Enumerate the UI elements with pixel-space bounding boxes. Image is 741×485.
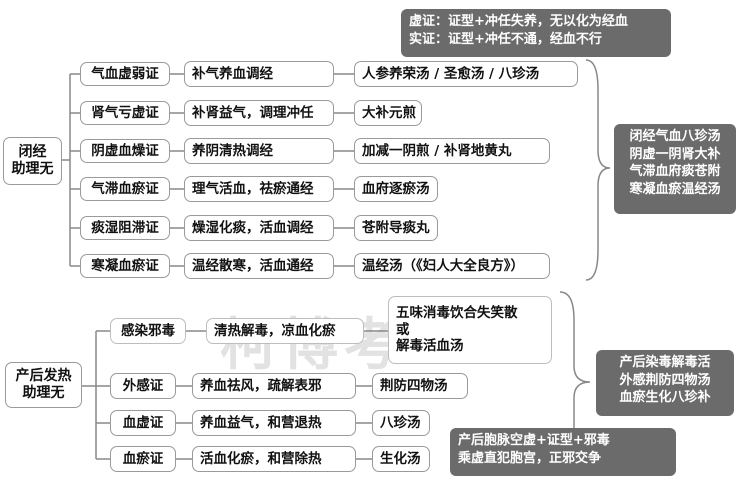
- note-line: 闭经气血八珍汤: [629, 129, 721, 144]
- method-box: 补肾益气，调理冲任: [184, 100, 334, 126]
- note-line: 虚证：证型+冲任失养，无以化为经血: [409, 14, 628, 29]
- note-line: 实证：证型+冲任不通，经血不行: [409, 31, 602, 47]
- note-deficiency-excess: 虚证：证型+冲任失养，无以化为经血 实证：证型+冲任不通，经血不行: [401, 9, 671, 57]
- root-line-2: 助理无: [11, 161, 54, 177]
- formula-box: 加减一阴煎 / 补肾地黄丸: [354, 138, 550, 164]
- syndrome-box: 血虚证: [110, 410, 176, 436]
- note-postpartum-pathogenesis: 产后胞脉空虚+证型+邪毒 乘虚直犯胞宫，正邪交争: [450, 428, 676, 476]
- formula-box: 苍附导痰丸: [354, 215, 438, 241]
- syndrome-box: 阴虚血燥证: [80, 139, 170, 163]
- method-box: 活血化瘀，和营除热: [192, 446, 356, 472]
- root-postpartum-fever: 产后发热 助理无: [5, 362, 82, 408]
- syndrome-box: 寒凝血瘀证: [80, 254, 170, 278]
- method-box: 补气养血调经: [184, 61, 334, 87]
- syndrome-box: 外感证: [110, 373, 176, 399]
- note-line: 血瘀生化八珍补: [619, 390, 711, 406]
- note-amenorrhea-mnemonic: 闭经气血八珍汤 阴虚一阴肾大补 气滞血府痰苍附 寒凝血瘀温经汤: [614, 124, 736, 214]
- note-line: 乘虚直犯胞宫，正邪交争: [458, 450, 602, 466]
- formula-box: 人参养荣汤 / 圣愈汤 / 八珍汤: [354, 61, 578, 87]
- note-line: 产后染毒解毒活: [619, 355, 711, 370]
- formula-line: 或: [396, 321, 410, 338]
- method-box: 养阴清热调经: [184, 138, 334, 164]
- syndrome-box: 血瘀证: [110, 446, 176, 472]
- method-box: 清热解毒，凉血化瘀: [206, 318, 364, 344]
- root-line-1: 产后发热: [15, 367, 72, 384]
- formula-box: 温经汤（《妇人大全良方》）: [354, 253, 550, 279]
- method-box: 燥湿化痰，活血调经: [184, 215, 334, 241]
- method-box: 养血益气，和营退热: [192, 410, 356, 436]
- formula-line: 解毒活血汤: [396, 338, 464, 355]
- note-line: 外感荆防四物汤: [619, 372, 711, 388]
- formula-box: 荆防四物汤: [372, 373, 468, 399]
- syndrome-box: 肾气亏虚证: [80, 101, 170, 125]
- method-box: 温经散寒，活血通经: [184, 253, 334, 279]
- root-line-1: 闭经: [18, 143, 47, 160]
- note-line: 阴虚一阴肾大补: [629, 146, 721, 162]
- formula-box: 八珍汤: [372, 410, 430, 436]
- method-box: 养血祛风，疏解表邪: [192, 373, 356, 399]
- syndrome-box: 感染邪毒: [110, 318, 186, 344]
- note-line: 寒凝血瘀温经汤: [629, 181, 721, 197]
- note-postpartum-mnemonic: 产后染毒解毒活 外感荆防四物汤 血瘀生化八珍补: [596, 350, 734, 416]
- root-line-2: 助理无: [22, 385, 65, 401]
- formula-box: 大补元煎: [354, 100, 422, 126]
- formula-box: 生化汤: [372, 446, 430, 472]
- root-amenorrhea: 闭经 助理无: [3, 137, 62, 185]
- formula-line: 五味消毒饮合失笑散: [396, 304, 518, 321]
- note-line: 气滞血府痰苍附: [629, 164, 721, 180]
- method-box: 理气活血，祛瘀通经: [184, 176, 334, 202]
- formula-box: 五味消毒饮合失笑散 或 解毒活血汤: [388, 296, 552, 364]
- syndrome-box: 痰湿阻滞证: [80, 216, 170, 240]
- note-line: 产后胞脉空虚+证型+邪毒: [458, 433, 610, 448]
- syndrome-box: 气血虚弱证: [80, 62, 170, 86]
- formula-box: 血府逐瘀汤: [354, 176, 438, 202]
- syndrome-box: 气滞血瘀证: [80, 177, 170, 201]
